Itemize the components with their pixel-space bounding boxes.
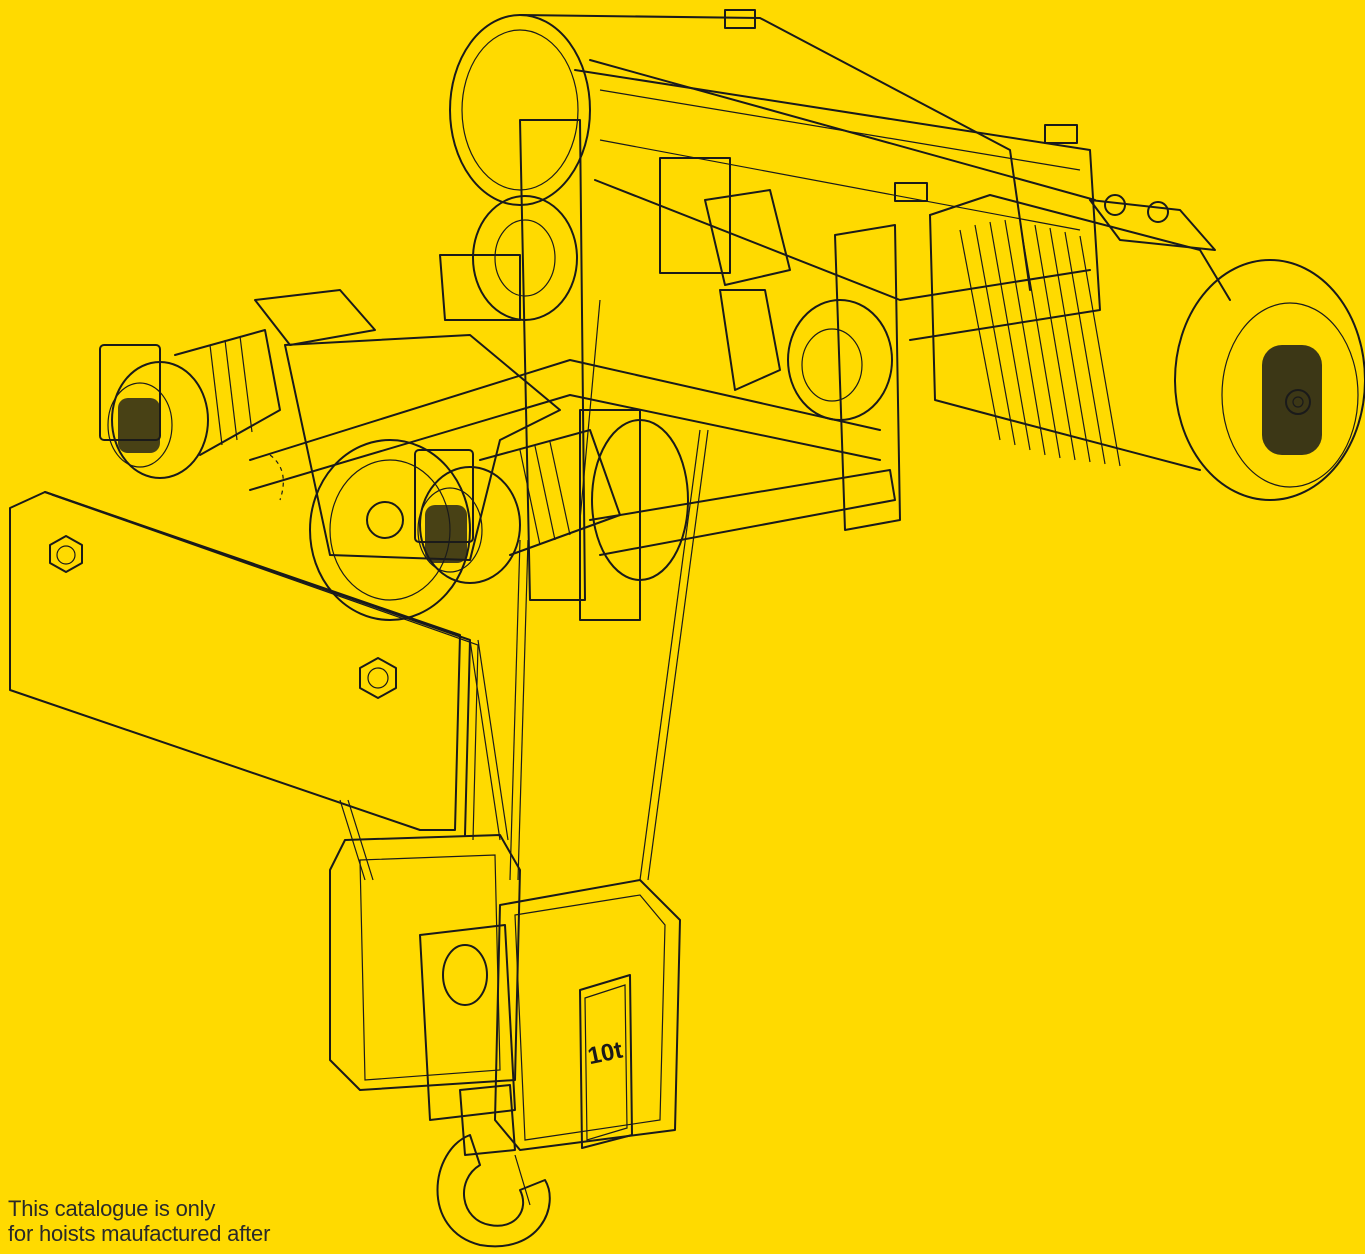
- travel-motor-1: [99, 289, 376, 479]
- capacity-label: 10t: [585, 1037, 625, 1071]
- catalogue-note: This catalogue is only for hoists maufac…: [8, 1196, 270, 1246]
- hook-block: 10t: [329, 834, 681, 1248]
- wire-ropes: [339, 299, 709, 881]
- catalogue-note-line1: This catalogue is only: [8, 1196, 216, 1221]
- travel-motor-2: [414, 409, 689, 621]
- catalogue-note-line2: for hoists maufactured after: [8, 1221, 271, 1246]
- trolley-frame: [249, 119, 901, 601]
- trolley-side-plate: [9, 454, 479, 841]
- hoist-motor: [929, 194, 1365, 501]
- drum-housing: [449, 9, 1101, 341]
- centre-sheave: [284, 334, 561, 621]
